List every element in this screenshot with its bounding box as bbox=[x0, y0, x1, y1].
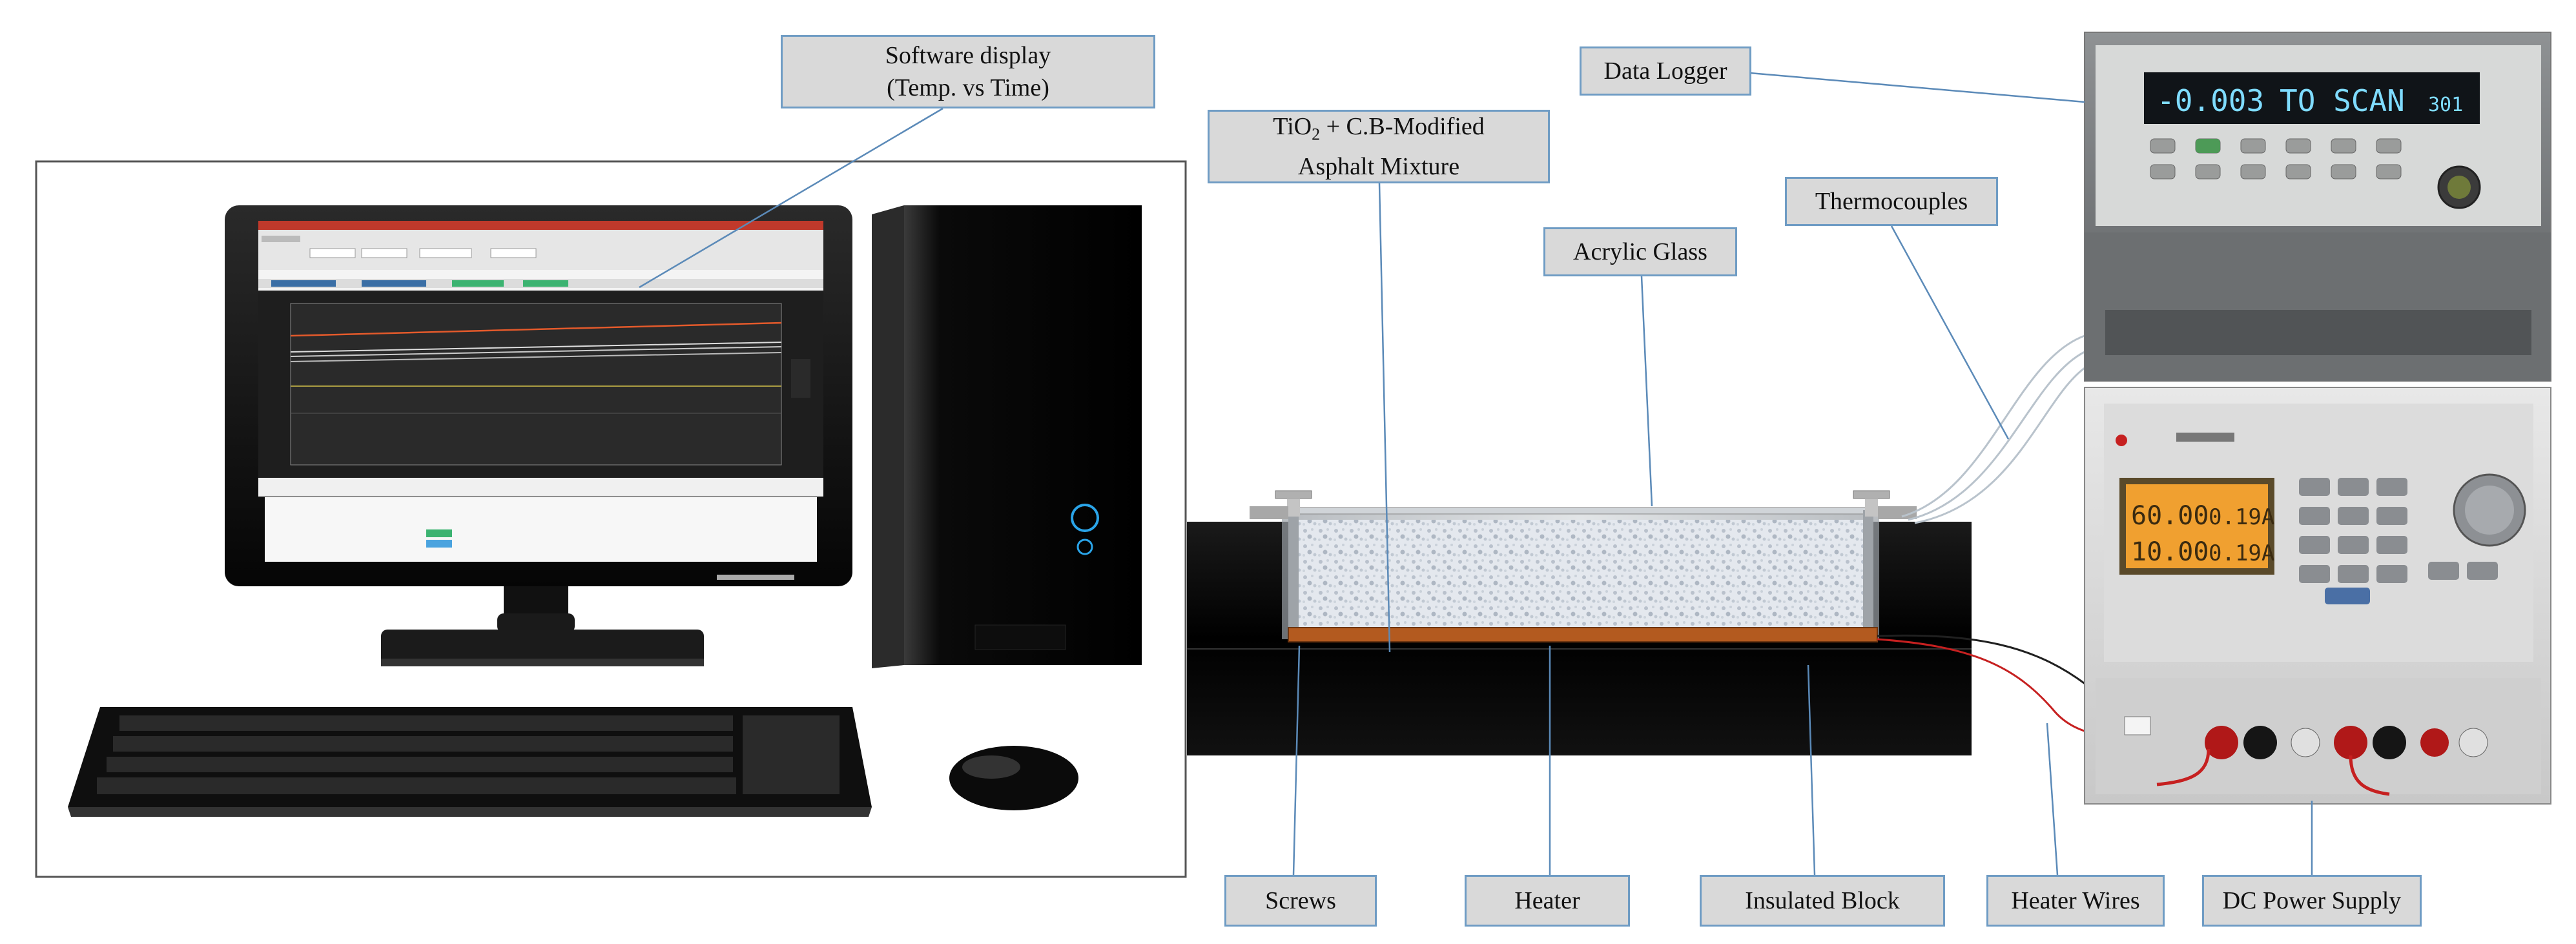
label-data-logger: Data Logger bbox=[1580, 46, 1751, 96]
logger-display-value: -0.003 bbox=[2157, 83, 2264, 118]
keyboard bbox=[68, 707, 872, 817]
dc-power-supply-photo: 60.00 0.19A 10.00 0.19A bbox=[2084, 387, 2551, 805]
test-rig bbox=[1187, 334, 2235, 755]
label-software-display-line1: Software display bbox=[885, 42, 1051, 69]
logger-display-channel: 301 bbox=[2428, 94, 2463, 116]
label-mixture-line1: TiO2 + C.B-Modified bbox=[1273, 112, 1485, 144]
psu-line1-current: 0.19A bbox=[2209, 504, 2274, 530]
label-acrylic-glass: Acrylic Glass bbox=[1543, 227, 1737, 276]
label-heater-wires: Heater Wires bbox=[1986, 875, 2165, 927]
data-logger-photo: -0.003 TO SCAN 301 bbox=[2084, 32, 2551, 382]
label-mixture-line2: Asphalt Mixture bbox=[1297, 153, 1460, 181]
monitor bbox=[225, 205, 852, 666]
mouse bbox=[949, 746, 1078, 810]
label-screws: Screws bbox=[1224, 875, 1377, 927]
label-mixture: TiO2 + C.B-Modified Asphalt Mixture bbox=[1208, 110, 1550, 183]
psu-line2-current: 0.19A bbox=[2209, 540, 2274, 566]
label-software-display: Software display (Temp. vs Time) bbox=[781, 35, 1155, 108]
label-insulated-block: Insulated Block bbox=[1700, 875, 1945, 927]
psu-line2-voltage: 10.00 bbox=[2131, 537, 2209, 567]
label-thermocouples: Thermocouples bbox=[1785, 177, 1998, 226]
logger-display-mode: TO SCAN bbox=[2280, 83, 2405, 118]
label-software-display-line2: (Temp. vs Time) bbox=[887, 74, 1049, 101]
computer-tower bbox=[872, 205, 1142, 668]
label-dc-power-supply: DC Power Supply bbox=[2202, 875, 2422, 927]
psu-line1-voltage: 60.00 bbox=[2131, 501, 2209, 531]
leader-lines bbox=[639, 71, 2313, 876]
label-heater: Heater bbox=[1465, 875, 1630, 927]
